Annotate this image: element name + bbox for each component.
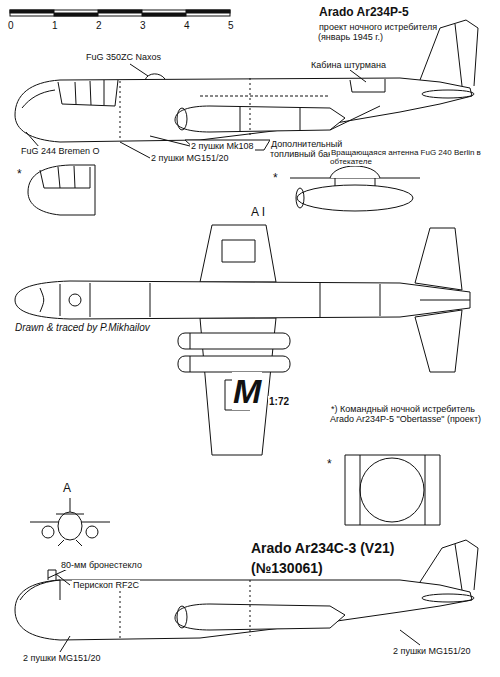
scale-bar (10, 10, 230, 16)
annotation-label: проект ночного истребителя (январь 1945 … (318, 22, 448, 43)
annotation-label: 80-мм бронестекло (60, 560, 143, 570)
annotation-label: 3 (139, 20, 147, 32)
note: *) Командный ночной истребитель Arado Ar… (330, 404, 490, 425)
publisher-logo: M (232, 372, 262, 411)
annotation-label: 2 пушки MG151/20 (22, 653, 102, 663)
view-title: Arado Ar234C-3 (V21) (250, 540, 395, 556)
view-marker: A (62, 482, 72, 496)
annotation-label: Вращающаяся антенна FuG 240 Berlin в обт… (330, 148, 495, 166)
annotation-label: 2 пушки Mk108 (190, 141, 255, 151)
annotation-label: 2 (95, 20, 103, 32)
view-marker: * (16, 168, 23, 182)
annotation-label: Перископ RF2C (72, 580, 140, 590)
side-view-p5 (15, 20, 478, 158)
annotation-label: FuG 350ZC Naxos (85, 52, 162, 62)
obertasse-view (345, 455, 440, 525)
credit: Drawn & traced by P.Mikhailov (14, 322, 151, 334)
front-view (30, 498, 110, 546)
engine-pod-detail (290, 166, 420, 211)
side-view-c3 (15, 540, 478, 652)
view-marker: A I (250, 206, 266, 220)
annotation-label: 2 пушки MG151/20 (150, 153, 230, 163)
nose-detail (28, 165, 95, 215)
annotation-label: Кабина штурмана (310, 60, 387, 70)
annotation-label: 4 (183, 20, 191, 32)
annotation-label: 5 (227, 20, 235, 32)
view-marker: * (272, 172, 279, 186)
view-title: Arado Ar234P-5 (318, 6, 410, 20)
view-title: (№130061) (250, 560, 324, 576)
view-marker: * (326, 458, 333, 472)
annotation-label: 0 (7, 20, 15, 32)
scale-ratio: 1:72 (268, 396, 290, 408)
annotation-label: 2 пушки MG151/20 (392, 646, 472, 656)
annotation-label: 1 (51, 20, 59, 32)
annotation-label: FuG 244 Bremen O (20, 146, 101, 156)
